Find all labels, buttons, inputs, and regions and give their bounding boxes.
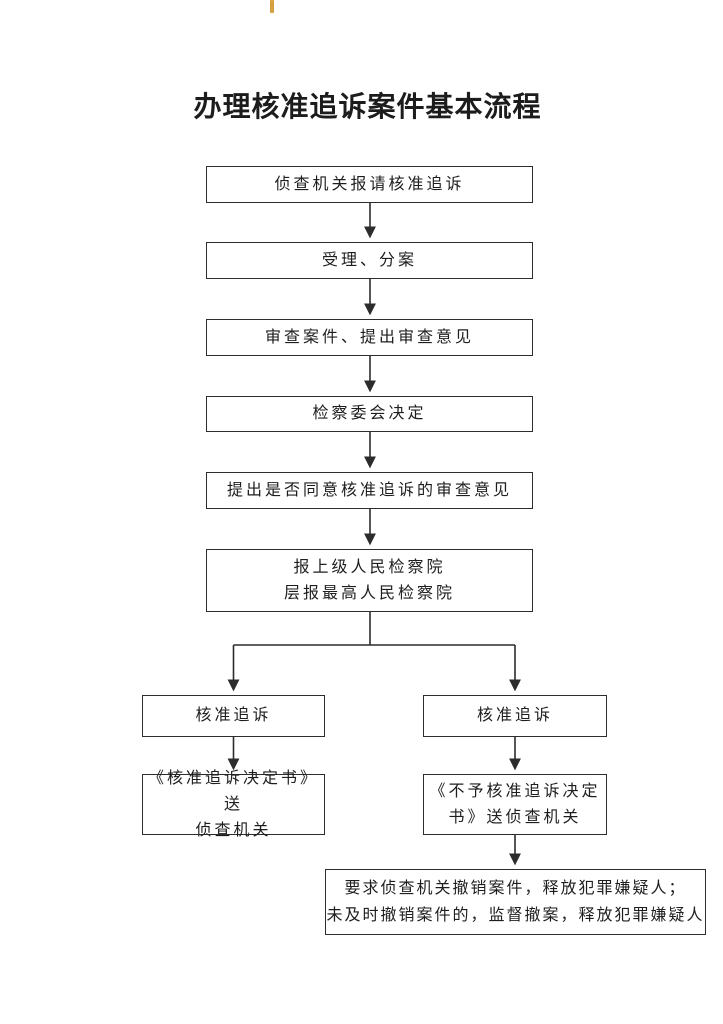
flow-node-decision-right: 《不予核准追诉决定 书》送侦查机关 (423, 774, 607, 835)
flow-node-opinion: 提出是否同意核准追诉的审查意见 (206, 472, 533, 509)
flow-node-escalate: 报上级人民检察院 层报最高人民检察院 (206, 549, 533, 612)
flow-node-report: 侦查机关报请核准追诉 (206, 166, 533, 203)
flow-node-final: 要求侦查机关撤销案件，释放犯罪嫌疑人； 未及时撤销案件的，监督撤案，释放犯罪嫌疑… (325, 869, 706, 935)
flow-node-approve-right: 核准追诉 (423, 695, 607, 737)
flow-node-accept: 受理、分案 (206, 242, 533, 279)
flow-node-approve-left: 核准追诉 (142, 695, 325, 737)
flow-node-decision-left: 《核准追诉决定书》送 侦查机关 (142, 770, 325, 839)
page-title: 办理核准追诉案件基本流程 (193, 91, 542, 122)
flow-node-committee: 检察委会决定 (206, 396, 533, 432)
scan-artifact-mark (270, 0, 274, 13)
flow-node-review: 审查案件、提出审查意见 (206, 319, 533, 356)
